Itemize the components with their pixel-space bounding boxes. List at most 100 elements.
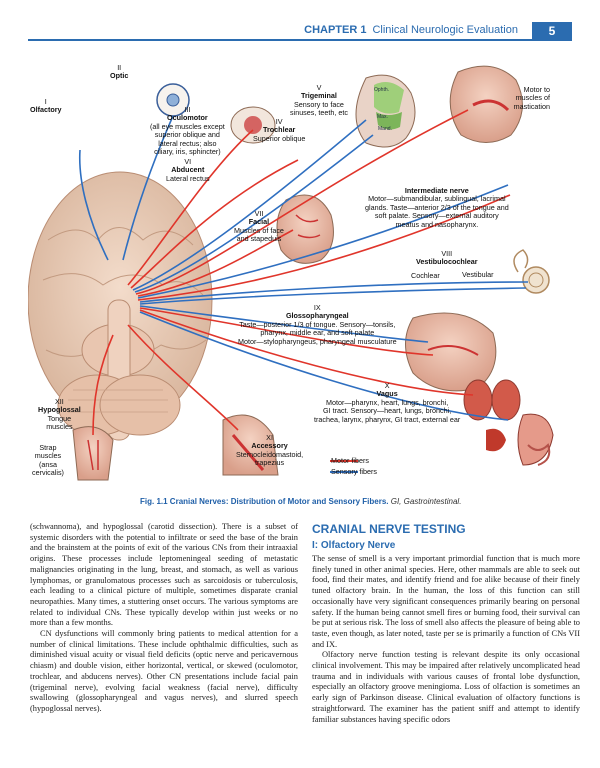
oculomotor-desc-3: lateral rectus; also [158, 138, 217, 148]
hypoglossal-name: Hypoglossal [38, 405, 81, 415]
branch-maxillary: Max. [377, 114, 388, 120]
vagus-numeral: X [384, 381, 390, 390]
mastication-line-2: muscles of [515, 93, 550, 103]
oculomotor-desc-1: (all eye muscles except [150, 121, 225, 131]
running-head: CHAPTER 1 Clinical Neurologic Evaluation [304, 24, 518, 36]
glossopharyngeal-desc-2: pharynx, middle ear, and soft palate [260, 328, 375, 338]
optic-numeral: II [117, 63, 122, 72]
strap-line-4: cervicalis) [32, 468, 64, 478]
label-glossopharyngeal: IX Glossopharyngeal Taste—posterior 1/3 … [238, 303, 397, 346]
facial-name: Facial [248, 217, 270, 227]
glossopharyngeal-numeral: IX [313, 303, 321, 312]
chapter-label: CHAPTER 1 [304, 24, 367, 36]
olfactory-name: Olfactory [30, 105, 62, 115]
trigeminal-name: Trigeminal [300, 91, 337, 101]
eye-illustration [156, 83, 190, 117]
label-vestibular: Vestibular [462, 270, 494, 279]
intermediate-desc-1: Motor—submandibular, sublingual, lacrima… [368, 194, 506, 204]
label-strap-muscles: Strap muscles (ansa cervicalis) [32, 443, 64, 478]
caption-label: Fig. 1.1 [140, 497, 168, 506]
label-oculomotor: III Oculomotor (all eye muscles except s… [150, 105, 225, 157]
branch-mandibular: Mand. [378, 126, 392, 132]
trigeminal-desc-1: Sensory to face [293, 99, 344, 109]
accessory-numeral: XI [266, 433, 273, 442]
right-paragraph-1: The sense of smell is a very important p… [312, 554, 580, 649]
hypoglossal-numeral: XII [54, 397, 64, 406]
accessory-desc-1: Sternocleidomastoid, [236, 449, 304, 459]
vagus-organs-illustration [463, 379, 554, 466]
vagus-desc-1: Motor—pharynx, heart, lungs, bronchi, [325, 397, 449, 407]
label-abducent: VI Abducent Lateral rectus [166, 157, 210, 183]
figure-illustration: Ophth. Max. Mand. [28, 65, 554, 481]
accessory-name: Accessory [251, 441, 288, 451]
optic-name: Optic [110, 71, 129, 81]
figure-caption: Fig. 1.1 Cranial Nerves: Distribution of… [140, 497, 461, 506]
glossopharyngeal-desc-1: Taste—posterior 1/3 of tongue. Sensory—t… [239, 319, 396, 329]
left-paragraph-2: CN dysfunctions will commonly bring pati… [30, 629, 298, 713]
face-sensory-illustration [355, 74, 416, 148]
legend-motor-label: Motor fibers [331, 456, 369, 465]
label-optic: II Optic [110, 63, 129, 81]
section-title: CRANIAL NERVE TESTING [312, 522, 466, 536]
label-intermediate: Intermediate nerve Motor—submandibular, … [365, 186, 509, 229]
facial-desc-1: Muscles of face [234, 225, 284, 235]
label-hypoglossal: XII Hypoglossal Tongue muscles [38, 397, 81, 432]
trigeminal-desc-2: sinuses, teeth, etc [290, 108, 348, 118]
vagus-desc-3: trachea, larynx, pharynx, GI tract, exte… [314, 414, 461, 424]
right-paragraph-2: Olfactory nerve function testing is rele… [312, 650, 580, 724]
legend-sensory-label: Sensory fibers [331, 467, 377, 476]
facial-desc-2: and stapeduis [236, 234, 282, 244]
label-vagus: X Vagus Motor—pharynx, heart, lungs, bro… [314, 381, 461, 424]
vestibulocochlear-numeral: VIII [441, 249, 453, 258]
intermediate-name: Intermediate nerve [404, 186, 469, 195]
oculomotor-name: Oculomotor [166, 113, 208, 123]
neck-illustration [222, 414, 279, 476]
subsection-title: I: Olfactory Nerve [312, 540, 396, 551]
mastication-line-1: Motor to [523, 85, 550, 94]
label-trochlear: IV Trochlear Superior oblique [253, 117, 306, 143]
inner-ear-illustration [513, 249, 550, 294]
page-number: 5 [532, 22, 572, 41]
left-column: (schwannoma), and hypoglossal (carotid d… [30, 522, 298, 715]
vagus-desc-2: GI tract. Sensory—heart, lungs, bronchi, [322, 406, 452, 416]
left-paragraph-1: (schwannoma), and hypoglossal (carotid d… [30, 522, 298, 628]
intermediate-desc-2: glands. Taste—anterior 2/3 of the tongue… [365, 202, 509, 212]
label-motor-mastication: Motor to muscles of mastication [490, 85, 550, 111]
intermediate-desc-4: meatus and nasopharynx. [395, 219, 479, 229]
facial-numeral: VII [254, 209, 264, 218]
label-accessory: XI Accessory Sternocleidomastoid, trapez… [236, 433, 304, 468]
pharynx-head-illustration [405, 312, 497, 392]
abducent-name: Abducent [171, 165, 205, 175]
abducent-numeral: VI [184, 157, 192, 166]
olfactory-numeral: I [44, 97, 47, 106]
chapter-title: Clinical Neurologic Evaluation [372, 24, 518, 36]
label-vestibulocochlear: VIII Vestibulocochlear [416, 249, 478, 267]
trochlear-numeral: IV [275, 117, 283, 126]
trochlear-desc: Superior oblique [253, 133, 306, 143]
strap-muscles-illustration [72, 426, 114, 481]
nerve-fibers [78, 109, 529, 436]
hypoglossal-desc-1: Tongue [47, 413, 72, 423]
branch-ophthalmic: Ophth. [374, 87, 389, 93]
strap-line-2: muscles [34, 451, 62, 461]
vestibulocochlear-name: Vestibulocochlear [416, 257, 478, 267]
vagus-name: Vagus [376, 389, 398, 399]
strap-line-3: (ansa [38, 459, 57, 469]
abducent-desc: Lateral rectus [166, 173, 210, 183]
facial-head-illustration [276, 194, 334, 264]
header-rule [28, 39, 538, 41]
oculomotor-numeral: III [184, 105, 191, 114]
trigeminal-numeral: V [316, 83, 322, 92]
intermediate-desc-3: soft palate. Sensory—external auditory [374, 211, 499, 221]
hypoglossal-desc-2: muscles [46, 422, 73, 432]
mastication-line-3: mastication [513, 101, 550, 111]
label-trigeminal: V Trigeminal Sensory to face sinuses, te… [290, 83, 348, 118]
right-column: CRANIAL NERVE TESTING I: Olfactory Nerve… [312, 522, 580, 725]
mastication-head-illustration [449, 65, 523, 143]
accessory-desc-2: trapezius [254, 458, 285, 468]
oculomotor-desc-4: ciliary, iris, sphincter) [154, 147, 221, 157]
caption-title: Cranial Nerves: Distribution of Motor an… [169, 497, 389, 506]
oculomotor-desc-2: superior oblique and [154, 130, 220, 140]
strap-line-1: Strap [39, 443, 57, 452]
